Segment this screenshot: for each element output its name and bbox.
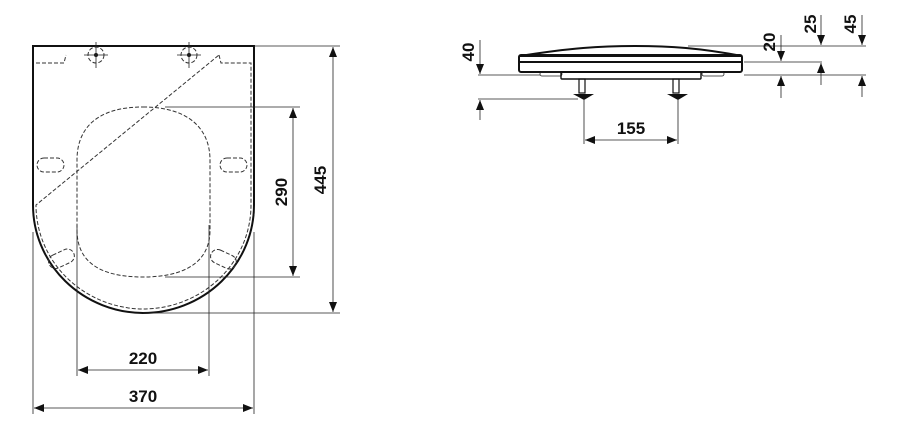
side-view: 40 155 20 25 45	[459, 15, 866, 144]
hinge-plate	[560, 71, 702, 80]
dim-290: 290	[272, 178, 291, 206]
top-view: 445 290 220 370	[32, 42, 340, 414]
dim-445: 445	[311, 166, 330, 194]
hinge-pin-right	[667, 78, 688, 100]
bumper-left	[539, 71, 563, 77]
buffer-right	[219, 157, 248, 173]
hinge-hole-left	[84, 42, 108, 68]
buffer-bottom-right	[210, 248, 237, 270]
seat-outline	[32, 45, 255, 315]
dim-220: 220	[129, 349, 157, 368]
dim-155: 155	[617, 119, 645, 138]
buffer-bottom-left	[48, 248, 75, 270]
lid-profile	[519, 44, 743, 57]
dim-370: 370	[129, 387, 157, 406]
dim-20: 20	[760, 33, 779, 52]
seat-inner-outline	[35, 54, 252, 310]
buffer-left	[36, 157, 65, 173]
dim-25: 25	[801, 15, 820, 34]
hinge-pin-left	[573, 78, 594, 100]
dim-45: 45	[841, 15, 860, 34]
dim-40: 40	[459, 43, 478, 62]
opening-outline	[76, 106, 211, 278]
hinge-hole-right	[177, 42, 201, 68]
seat-body	[518, 54, 743, 73]
bumper-right	[701, 71, 725, 77]
